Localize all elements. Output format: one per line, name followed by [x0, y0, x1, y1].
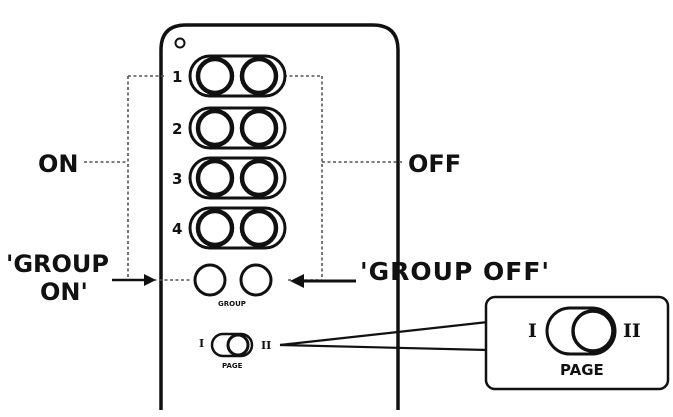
- on-callout: ON: [38, 150, 79, 178]
- group-on-callout-line1: 'GROUP: [6, 250, 109, 278]
- group-on-arrow: [112, 274, 156, 286]
- button-row-3: 3: [172, 156, 287, 200]
- button-row-1: 1: [172, 54, 287, 98]
- zoom-left-label: I: [528, 320, 537, 342]
- zoom-leader-lines: [279, 320, 489, 352]
- button-row-frame: [188, 206, 287, 250]
- row-number-3: 3: [172, 170, 182, 188]
- group-label: GROUP: [218, 300, 246, 308]
- off-button-2[interactable]: [239, 108, 279, 148]
- remote-body: [159, 23, 400, 410]
- row-number-1: 1: [172, 68, 182, 86]
- row-number-4: 4: [172, 220, 182, 238]
- row-number-2: 2: [172, 120, 182, 138]
- off-guide-lines: [284, 75, 403, 280]
- button-row-frame: [188, 106, 287, 150]
- on-button-2[interactable]: [195, 108, 235, 148]
- zoom-right-label: II: [623, 320, 641, 342]
- off-callout: OFF: [408, 150, 461, 178]
- group-off-button[interactable]: [239, 263, 273, 297]
- page-switch[interactable]: I II PAGE: [199, 332, 271, 370]
- page-switch-right-label: II: [261, 339, 271, 352]
- on-button-4[interactable]: [195, 208, 235, 248]
- off-button-4[interactable]: [239, 208, 279, 248]
- button-row-frame: [188, 54, 287, 98]
- zoom-switch-knob: [571, 309, 615, 353]
- on-button-1[interactable]: [195, 56, 235, 96]
- page-switch-knob: [226, 333, 250, 357]
- group-on-callout-line2: ON': [40, 278, 88, 306]
- button-row-2: 2: [172, 106, 287, 150]
- group-off-callout: 'GROUP OFF': [360, 257, 550, 286]
- group-on-button[interactable]: [193, 263, 227, 297]
- zoom-page-label: PAGE: [560, 361, 604, 379]
- led-indicator: [174, 37, 186, 49]
- on-button-3[interactable]: [195, 158, 235, 198]
- page-switch-label: PAGE: [222, 362, 243, 370]
- page-switch-zoom: I II PAGE: [484, 295, 670, 391]
- on-guide-lines: [84, 75, 164, 280]
- off-button-3[interactable]: [239, 158, 279, 198]
- group-buttons: GROUP: [193, 263, 273, 308]
- button-row-4: 4: [172, 206, 287, 250]
- off-button-1[interactable]: [239, 56, 279, 96]
- page-switch-left-label: I: [199, 337, 204, 350]
- group-off-arrow: [290, 274, 356, 288]
- button-row-frame: [188, 156, 287, 200]
